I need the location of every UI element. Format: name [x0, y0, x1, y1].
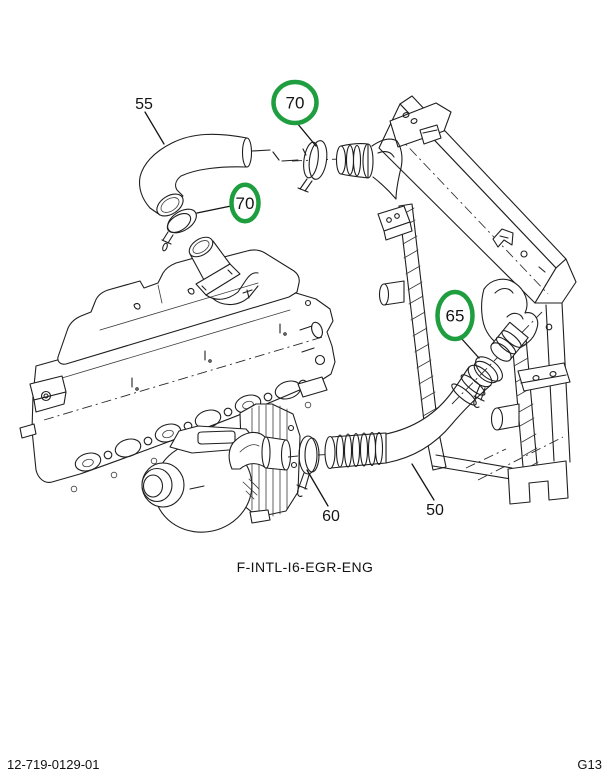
- intake-adapter: [188, 236, 259, 306]
- hose-clamp-60: [287, 435, 337, 497]
- highlight-circle-70-lower[interactable]: [229, 182, 261, 224]
- pump-outlet-elbow: [228, 431, 292, 471]
- callout-70-lower[interactable]: 70: [229, 182, 261, 224]
- footer-page-code: G13: [577, 757, 602, 772]
- hose-clamp-65: [473, 356, 503, 408]
- callout-70-lower-label: 70: [236, 194, 255, 213]
- callout-50-label: 50: [426, 502, 444, 519]
- hose-clamp-70-lower: [161, 208, 197, 252]
- highlight-circle-70-upper[interactable]: [271, 79, 319, 126]
- hose-55: [138, 133, 253, 217]
- callout-65[interactable]: 65: [435, 289, 475, 342]
- callout-55-label: 55: [135, 96, 153, 113]
- footer-part-number: 12-719-0129-01: [7, 757, 100, 772]
- callout-60-label: 60: [322, 508, 340, 525]
- leader-lines: [144, 111, 480, 507]
- radiator-inlet-stub: [335, 143, 374, 179]
- callout-65-label: 65: [446, 307, 465, 326]
- callout-70-upper-label: 70: [286, 94, 305, 113]
- radiator-assembly: [371, 95, 577, 505]
- radiator-outlet-stub: [490, 321, 529, 362]
- highlight-circle-65[interactable]: [435, 289, 475, 342]
- hose-clamp-70-upper: [251, 140, 341, 193]
- diagram-caption: F-INTL-I6-EGR-ENG: [236, 559, 374, 575]
- engine-assembly: [19, 208, 336, 533]
- callout-70-upper[interactable]: 70: [271, 79, 319, 126]
